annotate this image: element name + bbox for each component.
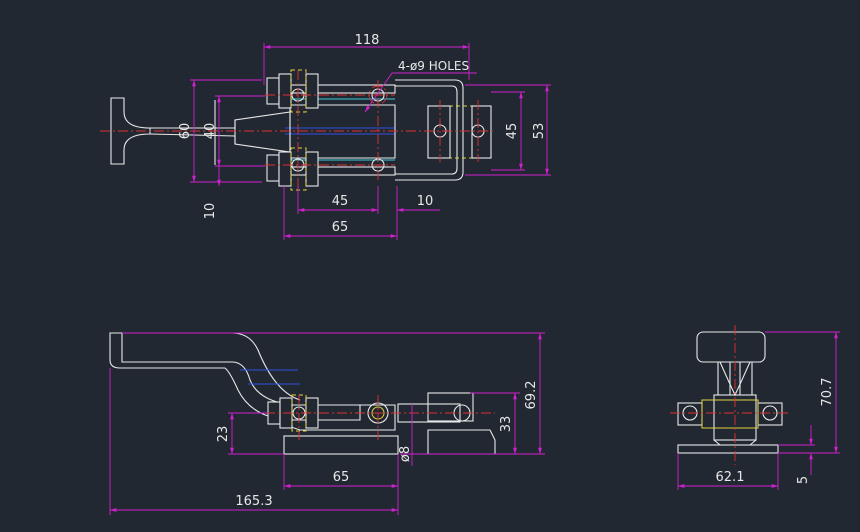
dim-45-right: 45	[505, 123, 520, 140]
dim-60: 60	[178, 123, 193, 140]
handle-bar	[149, 111, 291, 153]
side-base	[677, 444, 779, 454]
dim-40: 40	[203, 123, 218, 140]
front-handle	[109, 332, 361, 421]
dim-62-1: 62.1	[716, 470, 745, 485]
side-view: 70.7 5 62.1	[670, 325, 840, 490]
dim-165-3: 165.3	[235, 494, 272, 509]
dim-65-front: 65	[333, 470, 350, 485]
dim-10-bottom: 10	[417, 194, 434, 209]
top-view: 118 4-ø9 HOLES 60 40 10 45 53 45	[100, 33, 551, 240]
front-view: 69.2 33 ø8 23 65 165.3	[109, 332, 545, 515]
dim-dia8: ø8	[398, 446, 413, 462]
dim-69-2: 69.2	[524, 381, 539, 410]
dim-70-7: 70.7	[820, 378, 835, 407]
dim-10-left: 10	[203, 203, 218, 220]
side-handle-grip	[696, 331, 766, 363]
dim-118: 118	[355, 33, 380, 48]
dim-33: 33	[499, 416, 514, 433]
dim-65-top: 65	[332, 220, 349, 235]
dim-5: 5	[796, 476, 811, 484]
dim-53: 53	[532, 123, 547, 140]
holes-note: 4-ø9 HOLES	[398, 59, 469, 73]
front-base	[283, 435, 399, 455]
dim-23: 23	[216, 426, 231, 443]
dim-45-bottom: 45	[332, 194, 349, 209]
